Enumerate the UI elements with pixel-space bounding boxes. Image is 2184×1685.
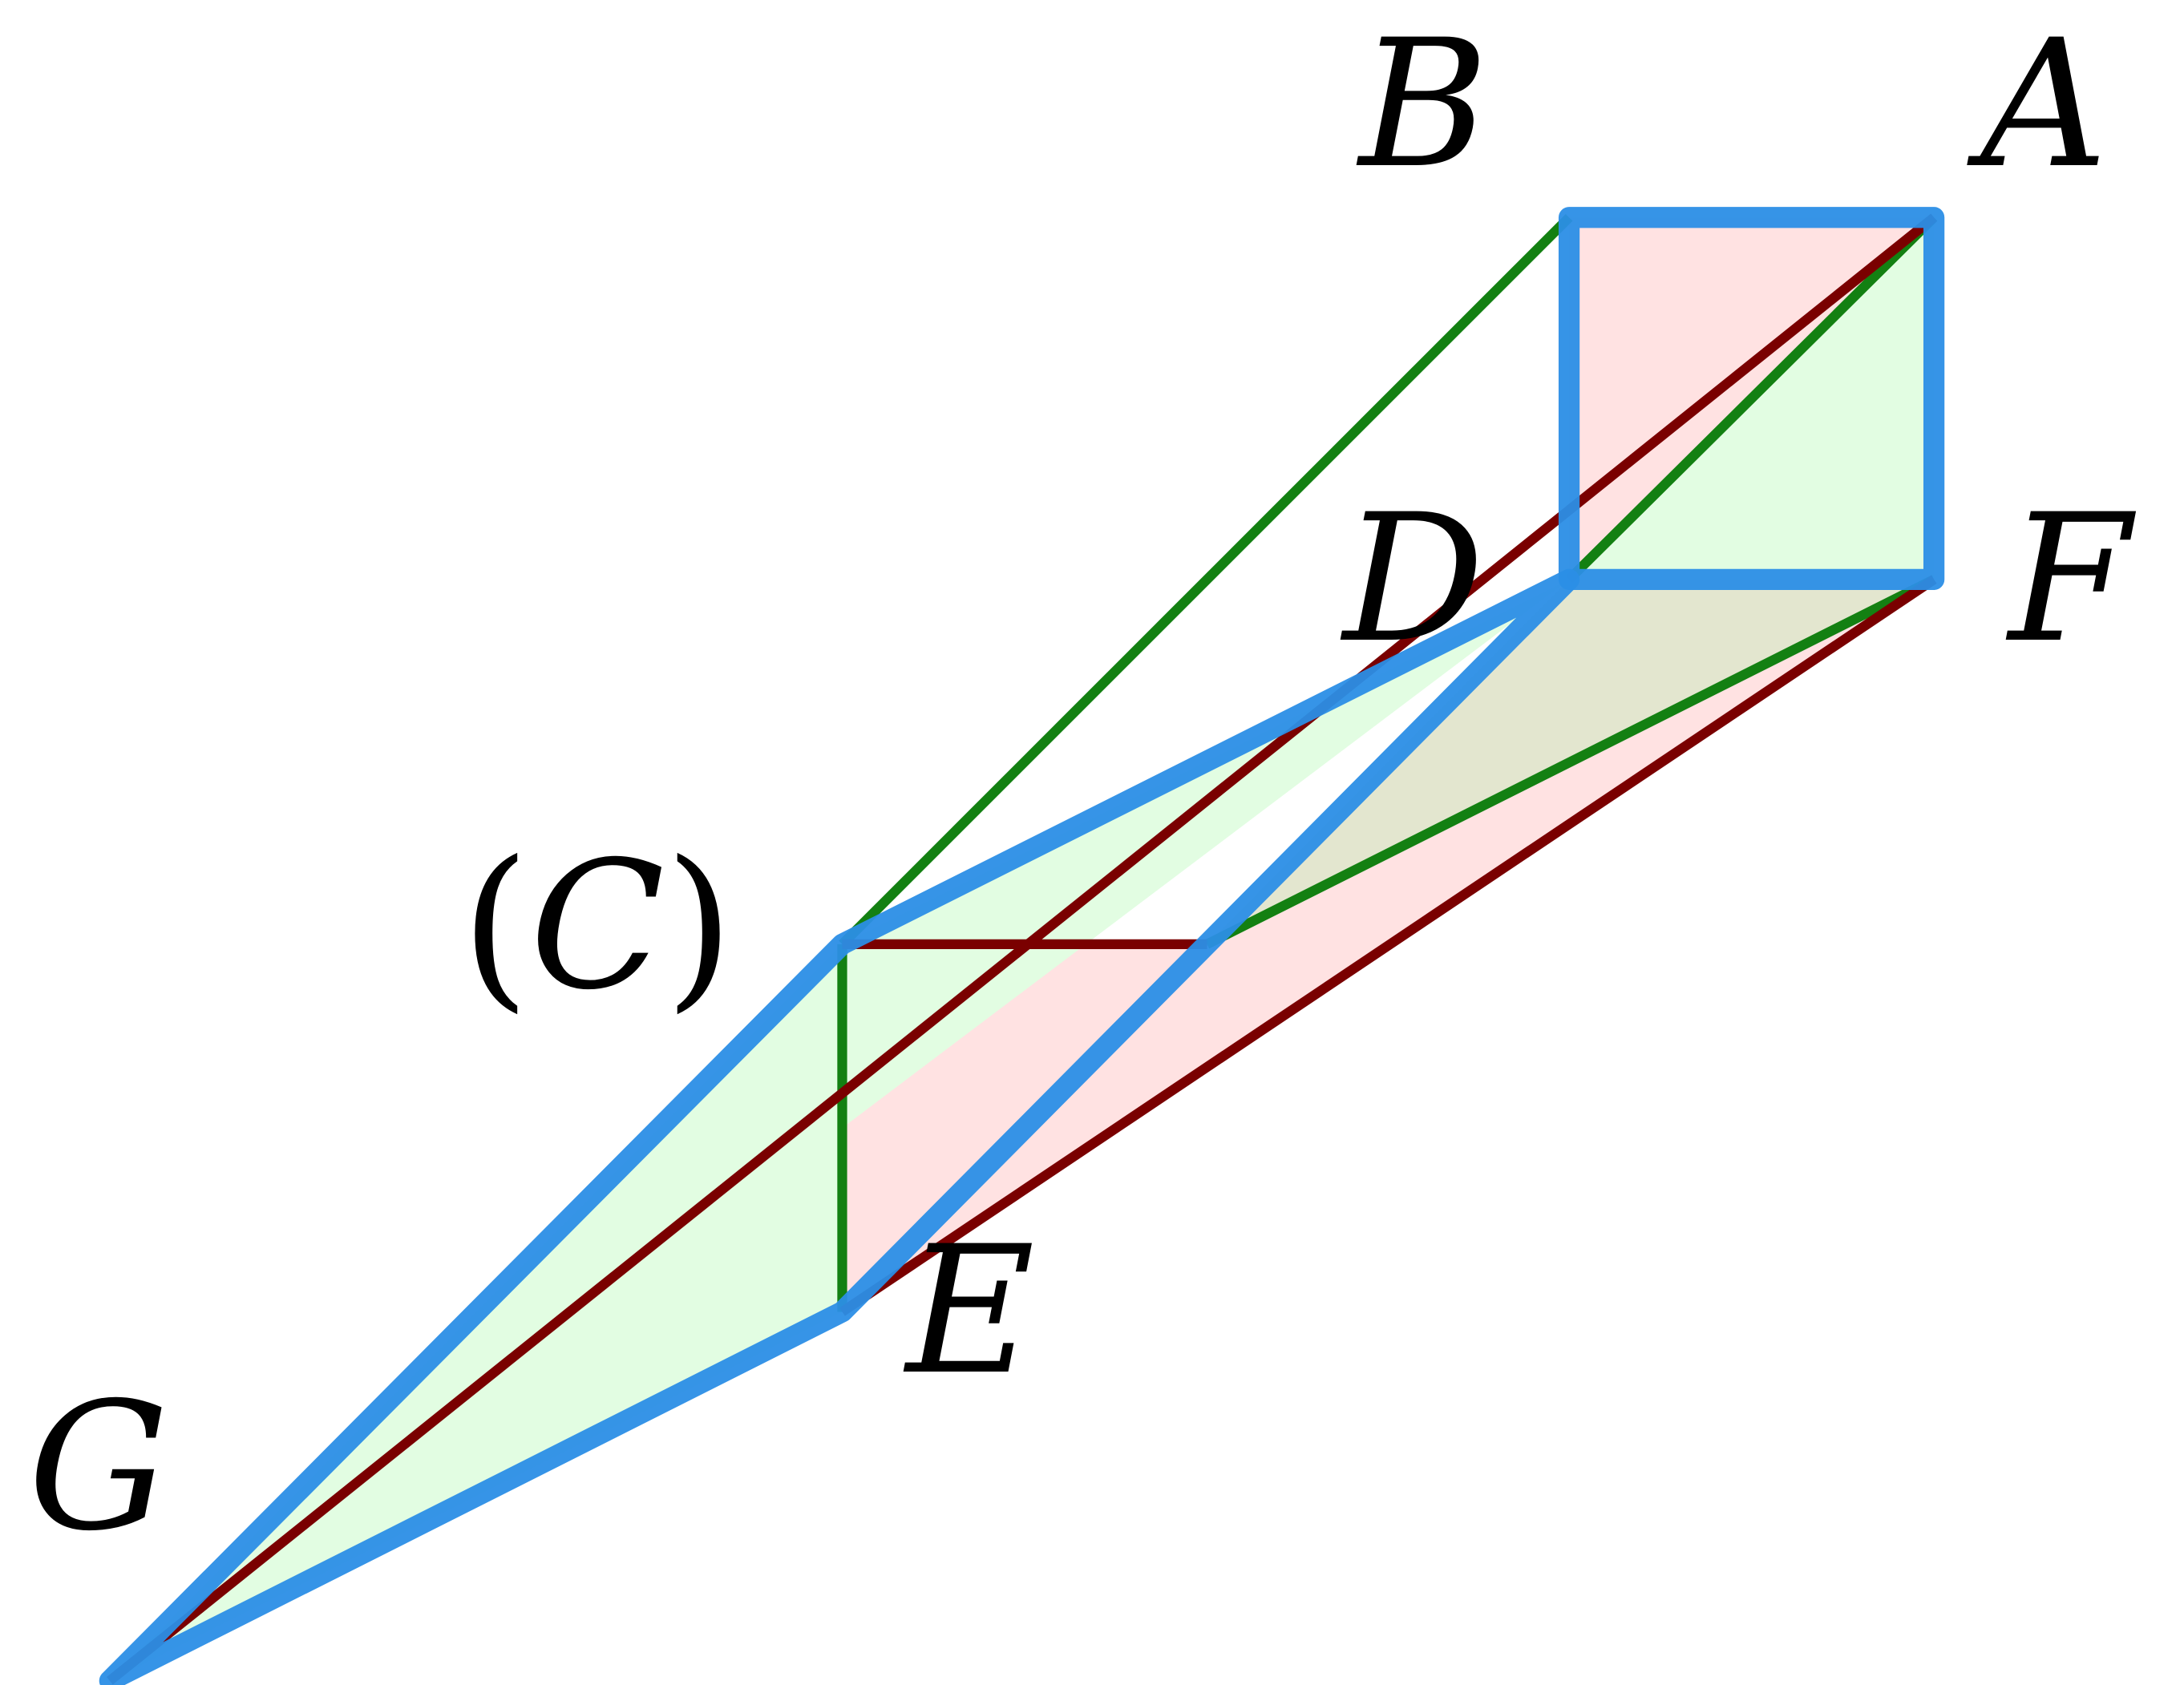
green-line-b-c [839,213,1573,948]
label-c: C [529,823,665,1028]
label-f: F [2008,476,2131,681]
green-line-f-mid [1204,575,1936,949]
label-c-open-paren: ( [461,823,530,1028]
red-line-f-e [839,575,1937,1316]
label-b: B [1359,2,1489,207]
blue-path-g-c-d-e-g [99,568,1580,1685]
label-g: G [28,1364,169,1570]
label-c-close-paren: ) [665,823,734,1028]
label-a: A [1980,2,2108,207]
label-c-group: (C) [461,838,734,1014]
label-e: E [906,1208,1035,1413]
label-d: D [1343,476,1485,681]
square-abdf-outline [1558,207,1945,590]
green-line-a-d [1565,213,1938,584]
